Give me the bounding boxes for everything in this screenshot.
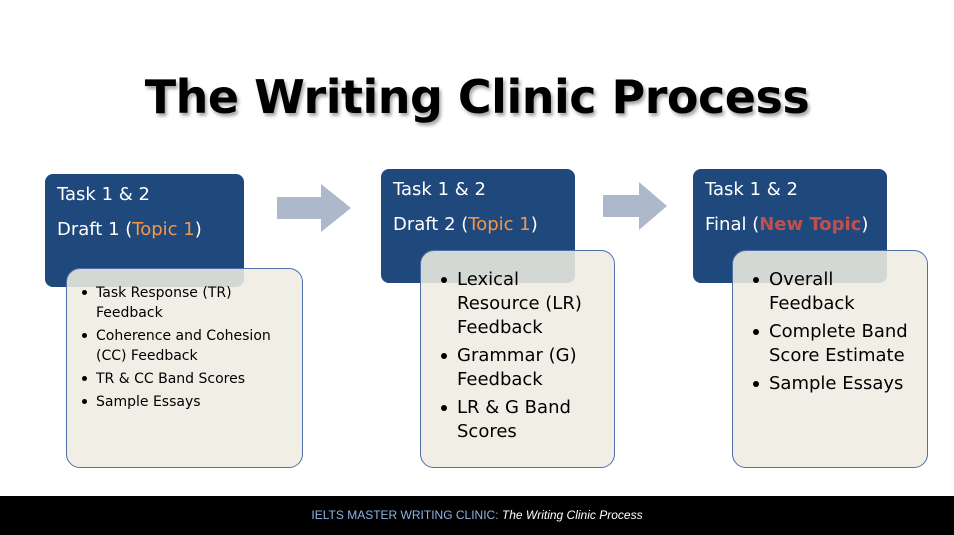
stage-2-item: Lexical Resource (LR) Feedback (441, 268, 606, 340)
stage-2-item: Grammar (G) Feedback (441, 344, 606, 392)
stage-3-task-label: Task 1 & 2 (705, 179, 798, 200)
stage-3-detail-box: Overall Feedback Complete Band Score Est… (732, 250, 928, 468)
arrow-right-icon (277, 184, 351, 232)
stage-1-draft-label: Draft 1 (Topic 1) (57, 218, 202, 240)
stage-1-topic: Topic 1 (132, 218, 195, 240)
stage-3-list: Overall Feedback Complete Band Score Est… (753, 268, 919, 396)
stage-1-item: Task Response (TR) Feedback (82, 283, 292, 323)
stage-2-draft-label: Draft 2 (Topic 1) (393, 213, 538, 235)
stage-1-item: TR & CC Band Scores (82, 369, 292, 389)
stage-1-list: Task Response (TR) Feedback Coherence an… (82, 283, 292, 412)
stage-2-list: Lexical Resource (LR) Feedback Grammar (… (441, 268, 606, 444)
stage-1-detail-box: Task Response (TR) Feedback Coherence an… (66, 268, 303, 468)
stage-3-item: Complete Band Score Estimate (753, 320, 919, 368)
stage-2-detail-box: Lexical Resource (LR) Feedback Grammar (… (420, 250, 615, 468)
stage-1-task-label: Task 1 & 2 (57, 184, 150, 205)
stage-1-item: Sample Essays (82, 392, 292, 412)
stage-2-task-label: Task 1 & 2 (393, 179, 486, 200)
stage-3-item: Sample Essays (753, 372, 919, 396)
slide-title: The Writing Clinic Process (144, 70, 810, 124)
stage-3-draft-label: Final (New Topic) (705, 213, 869, 235)
footer-label: IELTS MASTER WRITING CLINIC: (311, 508, 499, 522)
footer-title: The Writing Clinic Process (501, 508, 643, 522)
stage-2-topic: Topic 1 (468, 213, 531, 235)
stage-2-item: LR & G Band Scores (441, 396, 606, 444)
arrow-right-icon (603, 182, 667, 230)
stage-3-topic: New Topic (759, 213, 862, 235)
footer-bar: IELTS MASTER WRITING CLINIC: The Writing… (0, 496, 954, 535)
stage-1-item: Coherence and Cohesion (CC) Feedback (82, 326, 292, 366)
stage-3-item: Overall Feedback (753, 268, 919, 316)
